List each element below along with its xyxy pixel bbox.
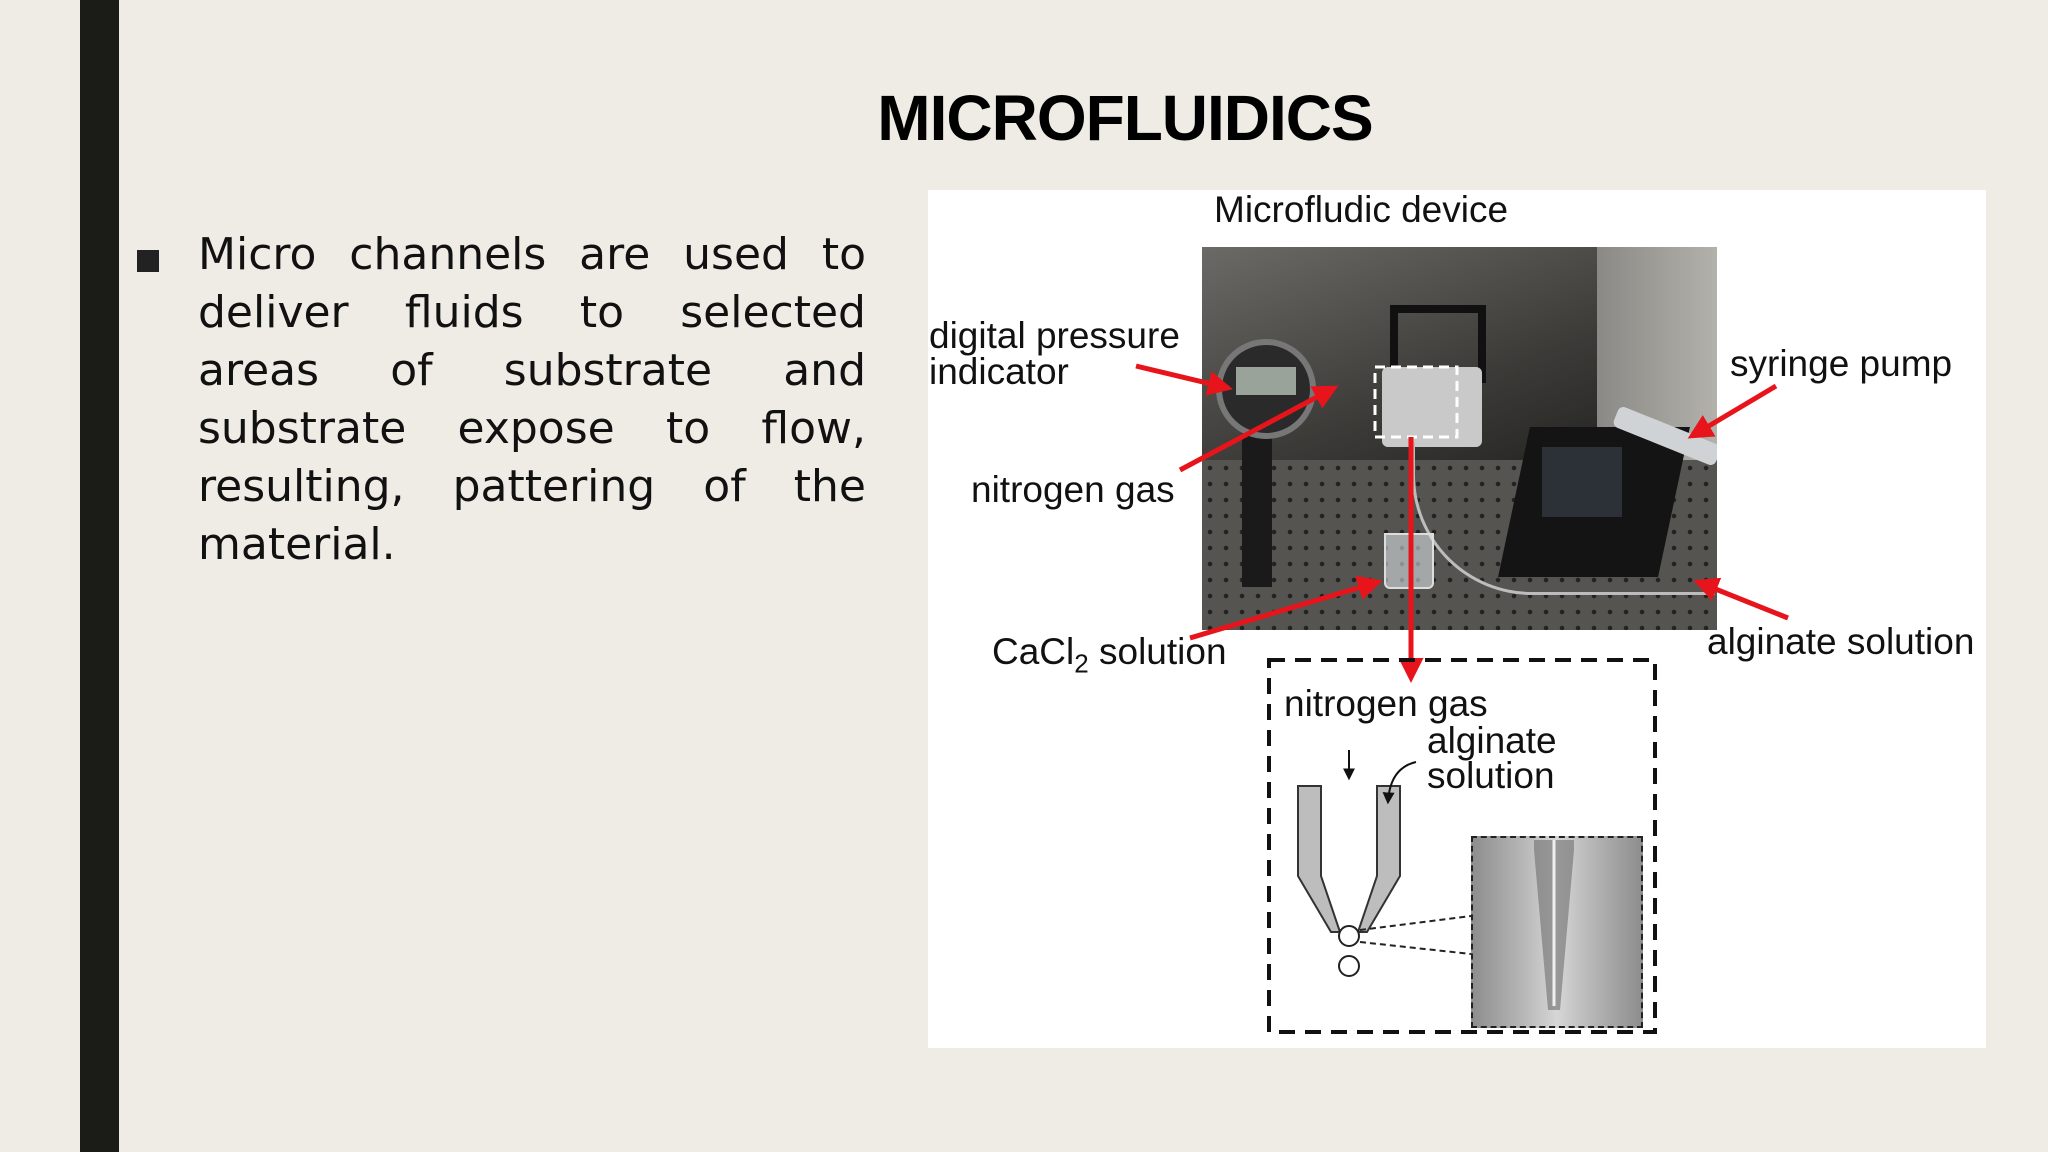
- label-pressure-line1: digital pressure: [929, 315, 1180, 356]
- arrow-cacl2: [1189, 575, 1383, 641]
- label-pressure-line2: indicator: [929, 351, 1069, 392]
- zoom-line-bottom: [1359, 941, 1472, 955]
- droplet-released: [1338, 955, 1360, 977]
- photo-device-body: [1382, 367, 1482, 447]
- droplet-forming: [1338, 925, 1360, 947]
- nozzle-outer-right: [1356, 785, 1401, 933]
- left-accent-bar: [80, 0, 119, 1152]
- photo-gauge-display: [1236, 367, 1296, 395]
- label-cacl2-solution: CaCl2 solution: [992, 631, 1227, 681]
- label-cacl2-subscript: 2: [1074, 648, 1089, 679]
- label-microfluidic-device: Microfludic device: [1214, 189, 1509, 230]
- label-nitrogen-gas: nitrogen gas: [971, 469, 1175, 510]
- arrow-nitrogen-gas: [1178, 385, 1339, 473]
- slide-title: MICROFLUIDICS: [877, 82, 1373, 154]
- nozzle-outer-left: [1297, 785, 1342, 933]
- zoom-line-top: [1359, 915, 1472, 931]
- arrow-alginate: [1693, 577, 1789, 621]
- bullet-text: Micro channels are used to deliver fluid…: [198, 229, 866, 570]
- device-photo: [1202, 247, 1717, 630]
- label-alginate-solution: alginate solution: [1707, 621, 1975, 662]
- label-cacl2-suffix: solution: [1088, 631, 1227, 672]
- label-inset-alginate-line1: alginate: [1427, 720, 1557, 761]
- nozzle-micrograph-inset: [1471, 836, 1643, 1028]
- bullet-square-icon: [137, 250, 159, 272]
- label-syringe-pump: syringe pump: [1730, 343, 1953, 384]
- arrow-pressure-indicator: [1135, 363, 1233, 396]
- label-inset-nitrogen-gas: nitrogen gas: [1284, 683, 1488, 724]
- microfluidic-figure: Microfludic device digital pressure indi…: [928, 190, 1986, 1048]
- photo-pump-panel: [1542, 447, 1622, 517]
- device-highlight-box: [1373, 365, 1459, 439]
- photo-stand: [1242, 427, 1272, 587]
- arrow-syringe-pump: [1687, 383, 1778, 439]
- schematic-alginate-arrow: [1382, 761, 1417, 805]
- schematic-dashed-box: [1267, 658, 1657, 1034]
- label-inset-alginate-line2: solution: [1427, 755, 1555, 796]
- label-cacl2-prefix: CaCl: [992, 631, 1075, 672]
- photo-device-frame: [1390, 305, 1486, 383]
